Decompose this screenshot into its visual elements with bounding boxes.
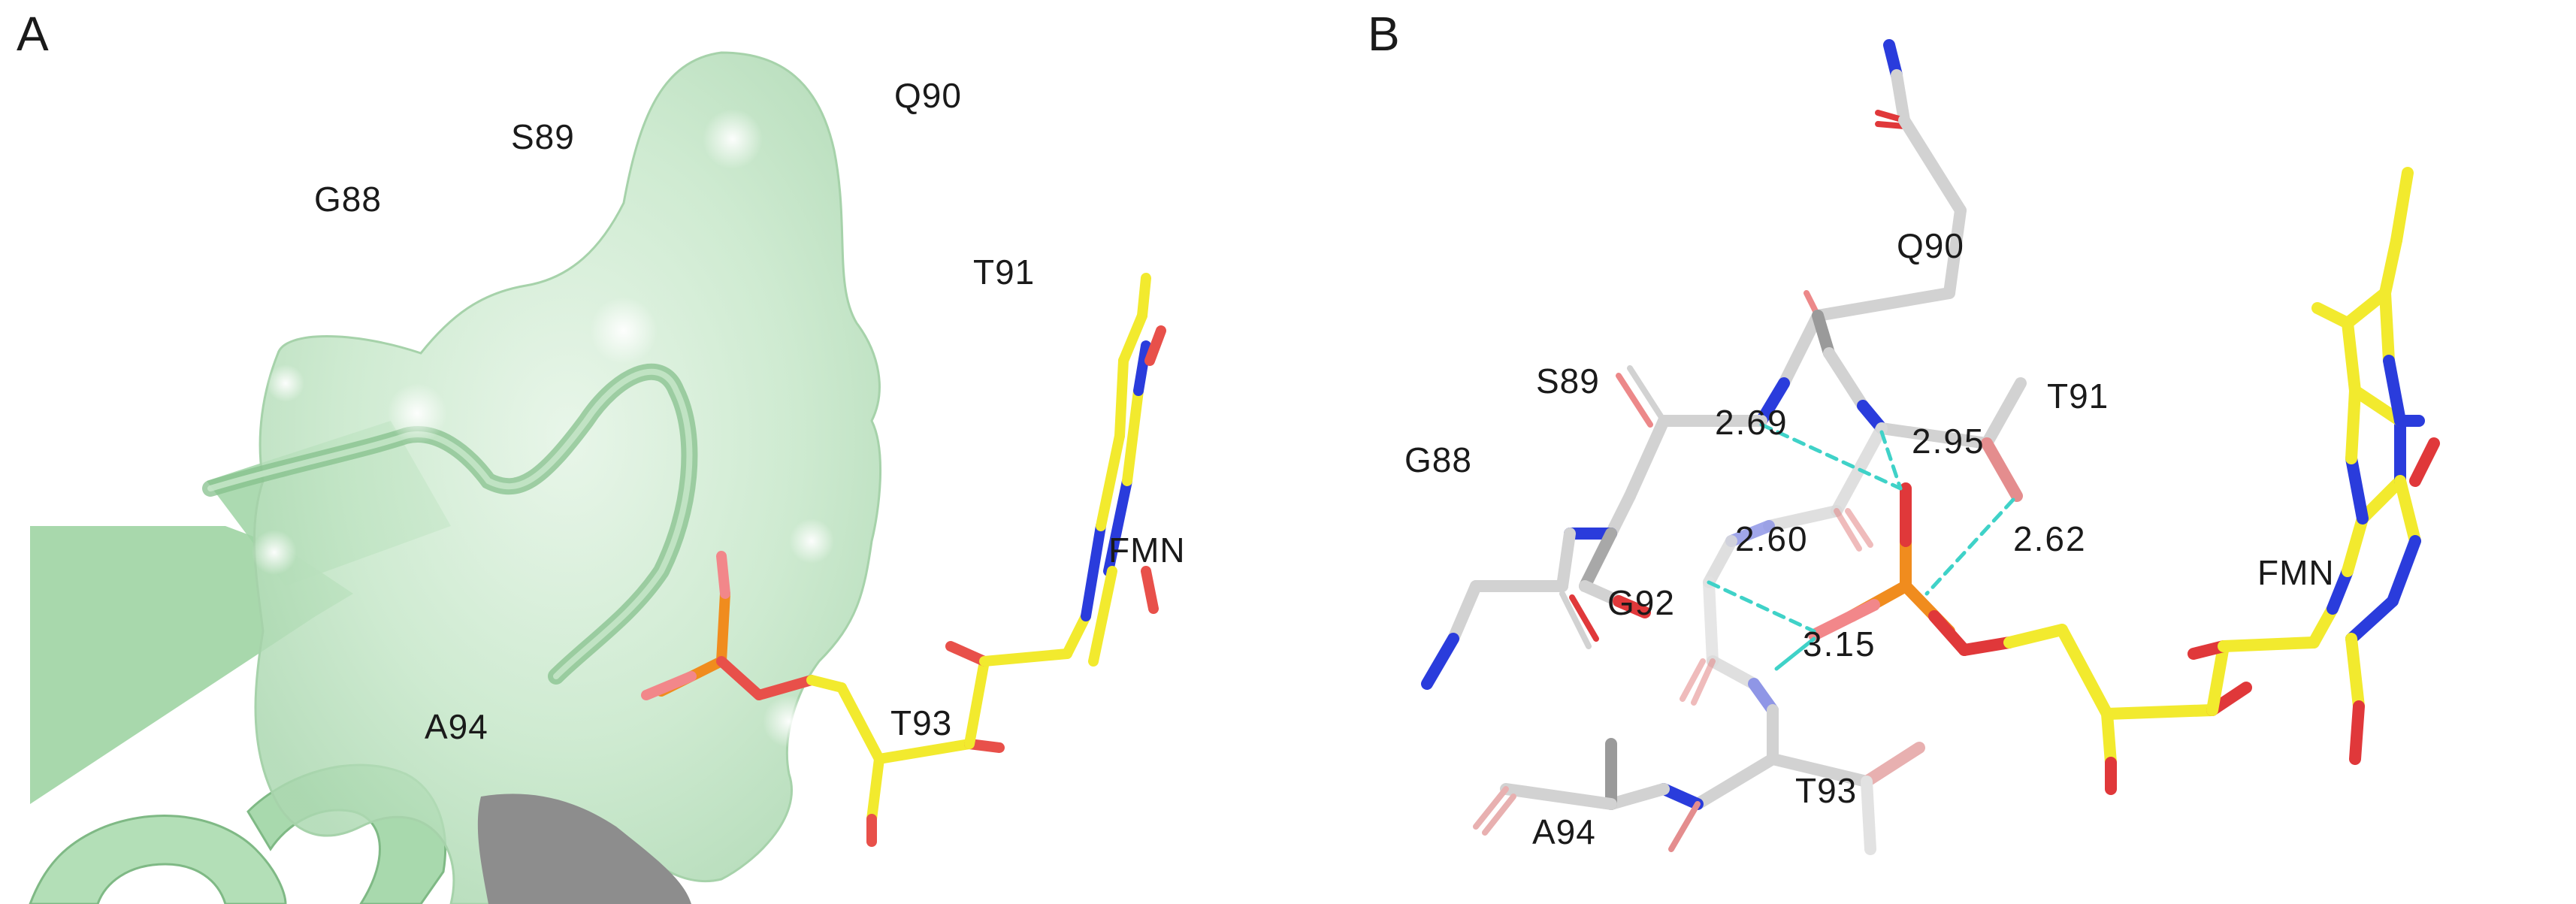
residue-label-g88: G88 — [314, 180, 382, 219]
residue-label-s89: S89 — [511, 117, 575, 156]
distance-label-2-60: 2.60 — [1735, 519, 1809, 558]
distance-label-2-69: 2.69 — [1715, 403, 1788, 442]
residue-label-t91: T91 — [973, 252, 1036, 292]
residue-label-a94: A94 — [1532, 812, 1596, 851]
distance-label-2-62: 2.62 — [2013, 519, 2087, 558]
stick-model-illustration — [1421, 39, 2440, 855]
ligand-label-fmn: FMN — [1108, 531, 1186, 570]
fmn-ligand-b — [1808, 167, 2440, 795]
residue-label-t93: T93 — [1795, 771, 1858, 810]
residue-label-t91: T91 — [2047, 376, 2109, 416]
hbond-3.15 — [1774, 636, 1816, 671]
surface-clip-shadow — [477, 794, 691, 904]
residue-label-g88: G88 — [1404, 440, 1472, 479]
panel-label-a: A — [17, 7, 49, 61]
hbond-2.69 — [1759, 422, 1903, 491]
surface-cartoon-illustration — [29, 51, 1166, 904]
panel-b: B — [1288, 0, 2576, 904]
residue-label-q90: Q90 — [1897, 226, 1964, 265]
hbond-2.95 — [1879, 430, 1903, 491]
distance-label-3-15: 3.15 — [1803, 624, 1876, 664]
hbond-2.62 — [1924, 497, 2015, 596]
residue-label-q90: Q90 — [894, 76, 962, 115]
hydrogen-bonds — [1707, 422, 2015, 671]
panel-a: A — [17, 7, 1186, 904]
distance-label-2-95: 2.95 — [1912, 422, 1985, 461]
panel-label-b: B — [1368, 7, 1400, 61]
residue-label-t93: T93 — [890, 703, 953, 742]
surface-highlights — [252, 109, 834, 748]
fmn-ligand-a — [641, 273, 1166, 847]
protein-sticks — [1421, 39, 2027, 855]
residue-label-s89: S89 — [1536, 361, 1600, 401]
residue-label-g92: G92 — [1607, 583, 1675, 622]
hbond-2.60 — [1707, 580, 1816, 633]
molecular-surface — [252, 51, 881, 904]
ligand-label-fmn: FMN — [2257, 553, 2335, 592]
residue-label-a94: A94 — [425, 707, 488, 746]
